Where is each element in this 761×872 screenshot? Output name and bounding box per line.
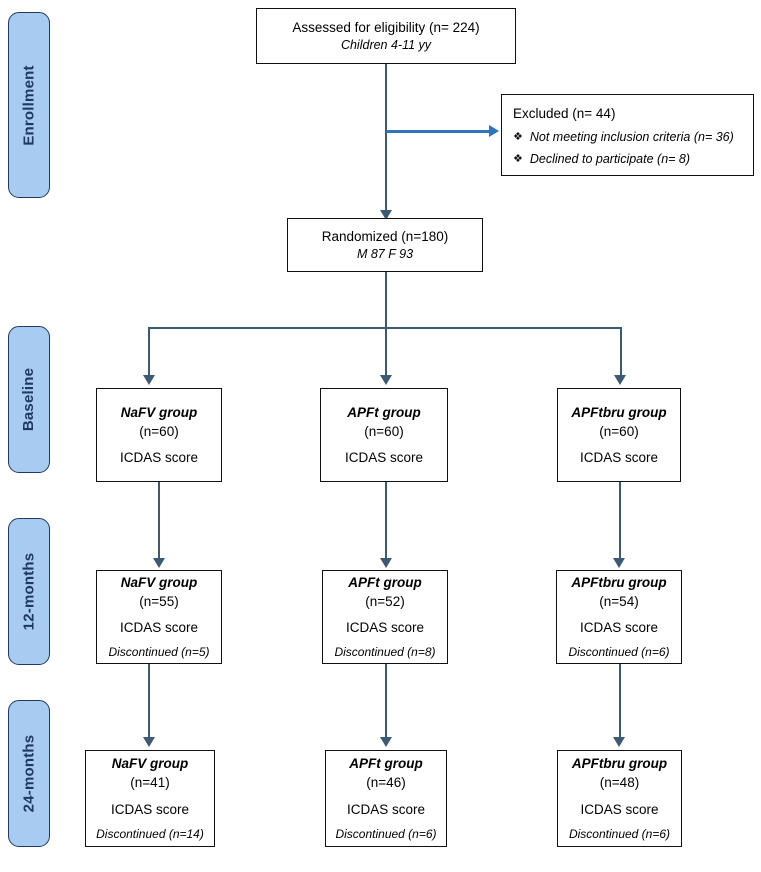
group-n: (n=60) [599, 423, 639, 439]
arrowhead-baseline-to-12m-col3 [613, 558, 626, 568]
group-measure: ICDAS score [346, 801, 426, 817]
group-name: NaFV group [120, 574, 198, 590]
group-measure: ICDAS score [345, 620, 425, 636]
connector-12m-to-24m-col1 [147, 664, 151, 744]
node-24months-group-2: APFt group (n=46) ICDAS score Discontinu… [325, 750, 447, 847]
group-n: (n=60) [364, 423, 404, 439]
group-name: APFt group [349, 756, 423, 772]
stage-tab-24-months-label: 24-months [20, 734, 38, 813]
stage-tab-12-months-label: 12-months [20, 552, 38, 631]
group-measure: ICDAS score [119, 450, 199, 466]
node-excluded: Excluded (n= 44) ❖ Not meeting inclusion… [501, 94, 754, 176]
arrowhead-split-col3 [614, 375, 627, 385]
node-24months-group-3: APFtbru group (n=48) ICDAS score Discont… [557, 750, 682, 847]
connector-baseline-to-12m-col2 [384, 482, 388, 565]
node-baseline-group-2: APFt group (n=60) ICDAS score [320, 388, 448, 482]
connector-split-to-col3 [619, 327, 622, 382]
excluded-heading: Excluded (n= 44) [513, 105, 616, 121]
group-n: (n=52) [365, 593, 405, 609]
connector-baseline-to-12m-col1 [157, 482, 161, 565]
node-baseline-group-3: APFtbru group (n=60) ICDAS score [557, 388, 681, 482]
randomized-line-2: M 87 F 93 [356, 246, 414, 261]
diamond-bullet-icon: ❖ [513, 152, 523, 165]
node-randomized: Randomized (n=180) M 87 F 93 [287, 218, 483, 272]
arrowhead-split-col2 [379, 375, 392, 385]
stage-tab-baseline: Baseline [8, 326, 50, 473]
group-name: APFt group [348, 574, 422, 590]
group-discontinued: Discontinued (n=5) [108, 645, 210, 660]
group-measure: ICDAS score [344, 450, 424, 466]
stage-tab-24-months: 24-months [8, 700, 50, 847]
group-measure: ICDAS score [579, 620, 659, 636]
group-n: (n=55) [139, 593, 179, 609]
stage-tab-baseline-label: Baseline [20, 367, 38, 432]
connector-randomized-stem [384, 272, 388, 329]
stage-tab-12-months: 12-months [8, 518, 50, 665]
stage-tab-enrollment-label: Enrollment [20, 64, 38, 146]
group-measure: ICDAS score [110, 801, 190, 817]
group-discontinued: Discontinued (n=6) [568, 645, 670, 660]
arrowhead-12m-to-24m-col3 [613, 737, 626, 747]
node-24months-group-1: NaFV group (n=41) ICDAS score Discontinu… [85, 750, 215, 847]
diamond-bullet-icon: ❖ [513, 130, 523, 143]
group-name: APFt group [347, 404, 421, 420]
group-n: (n=46) [366, 775, 406, 791]
connector-split-to-col1 [148, 327, 151, 382]
arrowhead-to-excluded [489, 125, 499, 138]
connector-baseline-to-12m-col3 [618, 482, 621, 565]
group-measure: ICDAS score [579, 450, 659, 466]
group-name: APFtbru group [571, 574, 667, 590]
connector-to-excluded [386, 130, 491, 133]
group-name: APFtbru group [571, 404, 667, 420]
group-discontinued: Discontinued (n=6) [568, 826, 671, 841]
group-discontinued: Discontinued (n=14) [96, 826, 204, 841]
group-discontinued: Discontinued (n=6) [335, 826, 437, 841]
assessed-line-1: Assessed for eligibility (n= 224) [292, 19, 480, 35]
arrowhead-12m-to-24m-col1 [142, 737, 155, 747]
node-assessed-for-eligibility: Assessed for eligibility (n= 224) Childr… [256, 8, 516, 64]
connector-assessed-to-randomized [384, 64, 388, 217]
group-measure: ICDAS score [119, 620, 199, 636]
connector-12m-to-24m-col2 [384, 664, 388, 744]
excluded-item: ❖ Declined to participate (n= 8) [513, 152, 690, 167]
randomized-line-1: Randomized (n=180) [321, 228, 449, 244]
connector-12m-to-24m-col3 [618, 664, 621, 744]
arrowhead-baseline-to-12m-col2 [379, 558, 392, 568]
group-discontinued: Discontinued (n=8) [334, 645, 436, 660]
node-12months-group-1: NaFV group (n=55) ICDAS score Discontinu… [96, 570, 222, 664]
group-n: (n=60) [139, 423, 179, 439]
group-n: (n=41) [130, 775, 170, 791]
arrowhead-baseline-to-12m-col1 [152, 558, 165, 568]
group-n: (n=48) [599, 775, 640, 791]
node-12months-group-3: APFtbru group (n=54) ICDAS score Discont… [556, 570, 682, 664]
group-name: APFtbru group [571, 756, 668, 772]
connector-split-to-col2 [384, 327, 388, 382]
group-n: (n=54) [599, 593, 639, 609]
group-name: NaFV group [120, 404, 198, 420]
group-name: NaFV group [111, 756, 189, 772]
excluded-item: ❖ Not meeting inclusion criteria (n= 36) [513, 130, 734, 145]
arrowhead-assessed-to-randomized [379, 210, 392, 220]
node-12months-group-2: APFt group (n=52) ICDAS score Discontinu… [322, 570, 448, 664]
assessed-line-2: Children 4-11 yy [340, 37, 432, 52]
stage-tab-enrollment: Enrollment [8, 12, 50, 198]
arrowhead-split-col1 [142, 375, 155, 385]
node-baseline-group-1: NaFV group (n=60) ICDAS score [96, 388, 222, 482]
arrowhead-12m-to-24m-col2 [379, 737, 392, 747]
excluded-item-label: Not meeting inclusion criteria (n= 36) [529, 129, 734, 144]
group-measure: ICDAS score [580, 801, 659, 817]
excluded-item-label: Declined to participate (n= 8) [529, 151, 691, 166]
